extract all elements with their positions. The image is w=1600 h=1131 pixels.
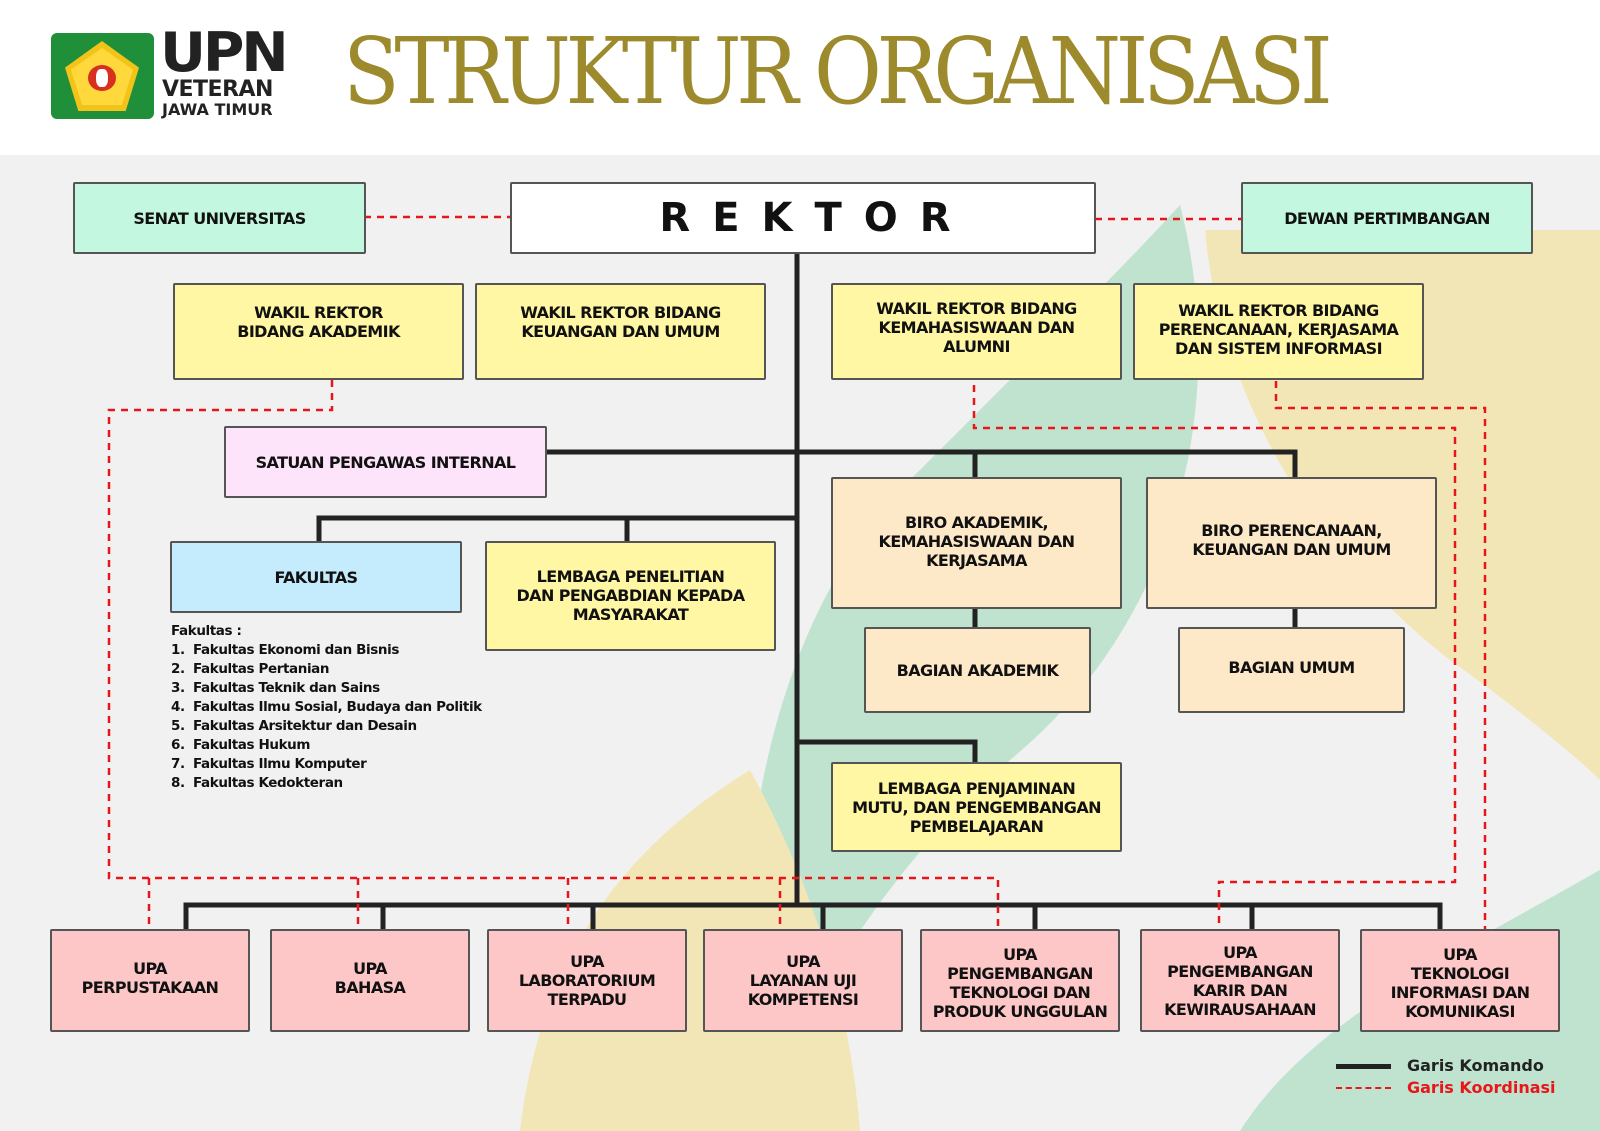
org-unit-satuan-pengawas-internal[interactable]: SATUAN PENGAWAS INTERNAL [224, 426, 547, 498]
org-unit-lppm[interactable]: LEMBAGA PENELITIAN DAN PENGABDIAN KEPADA… [485, 541, 776, 651]
fakultas-list-item: 3.Fakultas Teknik dan Sains [171, 680, 380, 696]
org-unit-upa-pengembangan-teknologi[interactable]: UPA PENGEMBANGAN TEKNOLOGI DAN PRODUK UN… [920, 929, 1120, 1032]
org-unit-lp3m[interactable]: LEMBAGA PENJAMINAN MUTU, DAN PENGEMBANGA… [831, 762, 1122, 852]
university-emblem-icon [51, 33, 154, 119]
fakultas-list-item: 7.Fakultas Ilmu Komputer [171, 756, 367, 772]
org-unit-wakil-rektor-akademik[interactable]: WAKIL REKTOR BIDANG AKADEMIK [173, 283, 464, 380]
org-unit-upa-bahasa[interactable]: UPA BAHASA [270, 929, 470, 1032]
fakultas-list-item: 5.Fakultas Arsitektur dan Desain [171, 718, 417, 734]
org-unit-wakil-rektor-keuangan[interactable]: WAKIL REKTOR BIDANG KEUANGAN DAN UMUM [475, 283, 766, 380]
org-unit-wakil-rektor-perencanaan[interactable]: WAKIL REKTOR BIDANG PERENCANAAN, KERJASA… [1133, 283, 1424, 380]
fakultas-list-item: 2.Fakultas Pertanian [171, 661, 330, 677]
fakultas-list-item: 8.Fakultas Kedokteran [171, 775, 343, 791]
fakultas-list-item: 1.Fakultas Ekonomi dan Bisnis [171, 642, 399, 658]
org-unit-senat-universitas[interactable]: SENAT UNIVERSITAS [73, 182, 366, 254]
logo-text-jawa-timur: JAWA TIMUR [162, 100, 273, 119]
legend-item-coordination: Garis Koordinasi [1336, 1077, 1556, 1099]
page-title: STRUKTUR ORGANISASI [343, 18, 1333, 125]
org-unit-wakil-rektor-kemahasiswaan[interactable]: WAKIL REKTOR BIDANG KEMAHASISWAAN DAN AL… [831, 283, 1122, 380]
legend: Garis Komando Garis Koordinasi [1336, 1055, 1556, 1099]
org-unit-upa-laboratorium[interactable]: UPA LABORATORIUM TERPADU [487, 929, 687, 1032]
org-unit-upa-pengembangan-karir[interactable]: UPA PENGEMBANGAN KARIR DAN KEWIRAUSAHAAN [1140, 929, 1340, 1032]
org-unit-bagian-umum[interactable]: BAGIAN UMUM [1178, 627, 1405, 713]
fakultas-list-heading: Fakultas : [171, 623, 242, 639]
fakultas-list-item: 4.Fakultas Ilmu Sosial, Budaya dan Polit… [171, 699, 482, 715]
solid-line-icon [1336, 1063, 1391, 1069]
org-unit-biro-akademik[interactable]: BIRO AKADEMIK, KEMAHASISWAAN DAN KERJASA… [831, 477, 1122, 609]
header: UPN VETERAN JAWA TIMUR STRUKTUR ORGANISA… [0, 0, 1600, 155]
org-unit-upa-teknologi-informasi[interactable]: UPA TEKNOLOGI INFORMASI DAN KOMUNIKASI [1360, 929, 1560, 1032]
org-unit-bagian-akademik[interactable]: BAGIAN AKADEMIK [864, 627, 1091, 713]
fakultas-list: Fakultas : 1.Fakultas Ekonomi dan Bisnis… [171, 622, 482, 793]
org-unit-rektor[interactable]: REKTOR [510, 182, 1096, 254]
org-unit-upa-layanan-uji[interactable]: UPA LAYANAN UJI KOMPETENSI [703, 929, 903, 1032]
fakultas-list-item: 6.Fakultas Hukum [171, 737, 311, 753]
org-unit-fakultas[interactable]: FAKULTAS [170, 541, 462, 613]
legend-item-command: Garis Komando [1336, 1055, 1556, 1077]
logo-text-veteran: VETERAN [162, 77, 273, 102]
logo-text-upn: UPN [160, 21, 289, 84]
dashed-line-icon [1336, 1087, 1391, 1089]
org-unit-dewan-pertimbangan[interactable]: DEWAN PERTIMBANGAN [1241, 182, 1533, 254]
org-unit-biro-perencanaan[interactable]: BIRO PERENCANAAN, KEUANGAN DAN UMUM [1146, 477, 1437, 609]
org-unit-upa-perpustakaan[interactable]: UPA PERPUSTAKAAN [50, 929, 250, 1032]
